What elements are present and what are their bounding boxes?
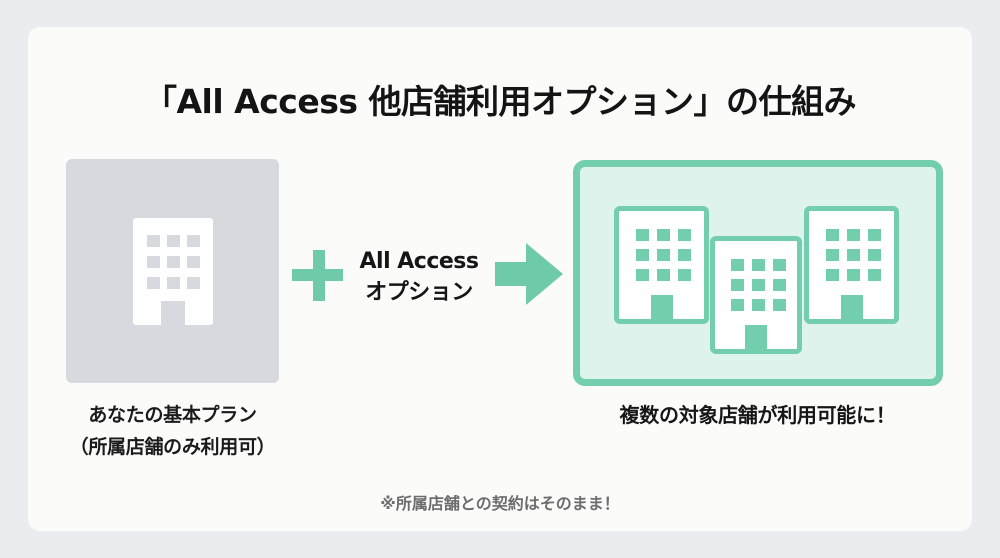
diagram-title: 「All Access 他店舗利用オプション」の仕組み — [144, 82, 856, 121]
base-plan-caption-line1: あなたの基本プラン — [88, 404, 257, 426]
building-icon — [614, 206, 709, 324]
footnote: ※所属店舗との契約はそのまま！ — [380, 494, 620, 513]
base-plan-caption: あなたの基本プラン （所属店舗のみ利用可） — [50, 399, 295, 463]
option-label: All Access オプション — [344, 246, 494, 308]
arrow-right-icon — [495, 243, 563, 305]
base-plan-caption-line2: （所属店舗のみ利用可） — [69, 436, 276, 458]
building-icon — [133, 218, 213, 325]
multi-store-caption: 複数の対象店舗が利用可能に！ — [619, 403, 896, 427]
option-label-line1: All Access — [359, 249, 480, 274]
building-icon — [804, 206, 899, 324]
building-icon — [710, 236, 802, 354]
option-label-line2: オプション — [365, 280, 473, 305]
